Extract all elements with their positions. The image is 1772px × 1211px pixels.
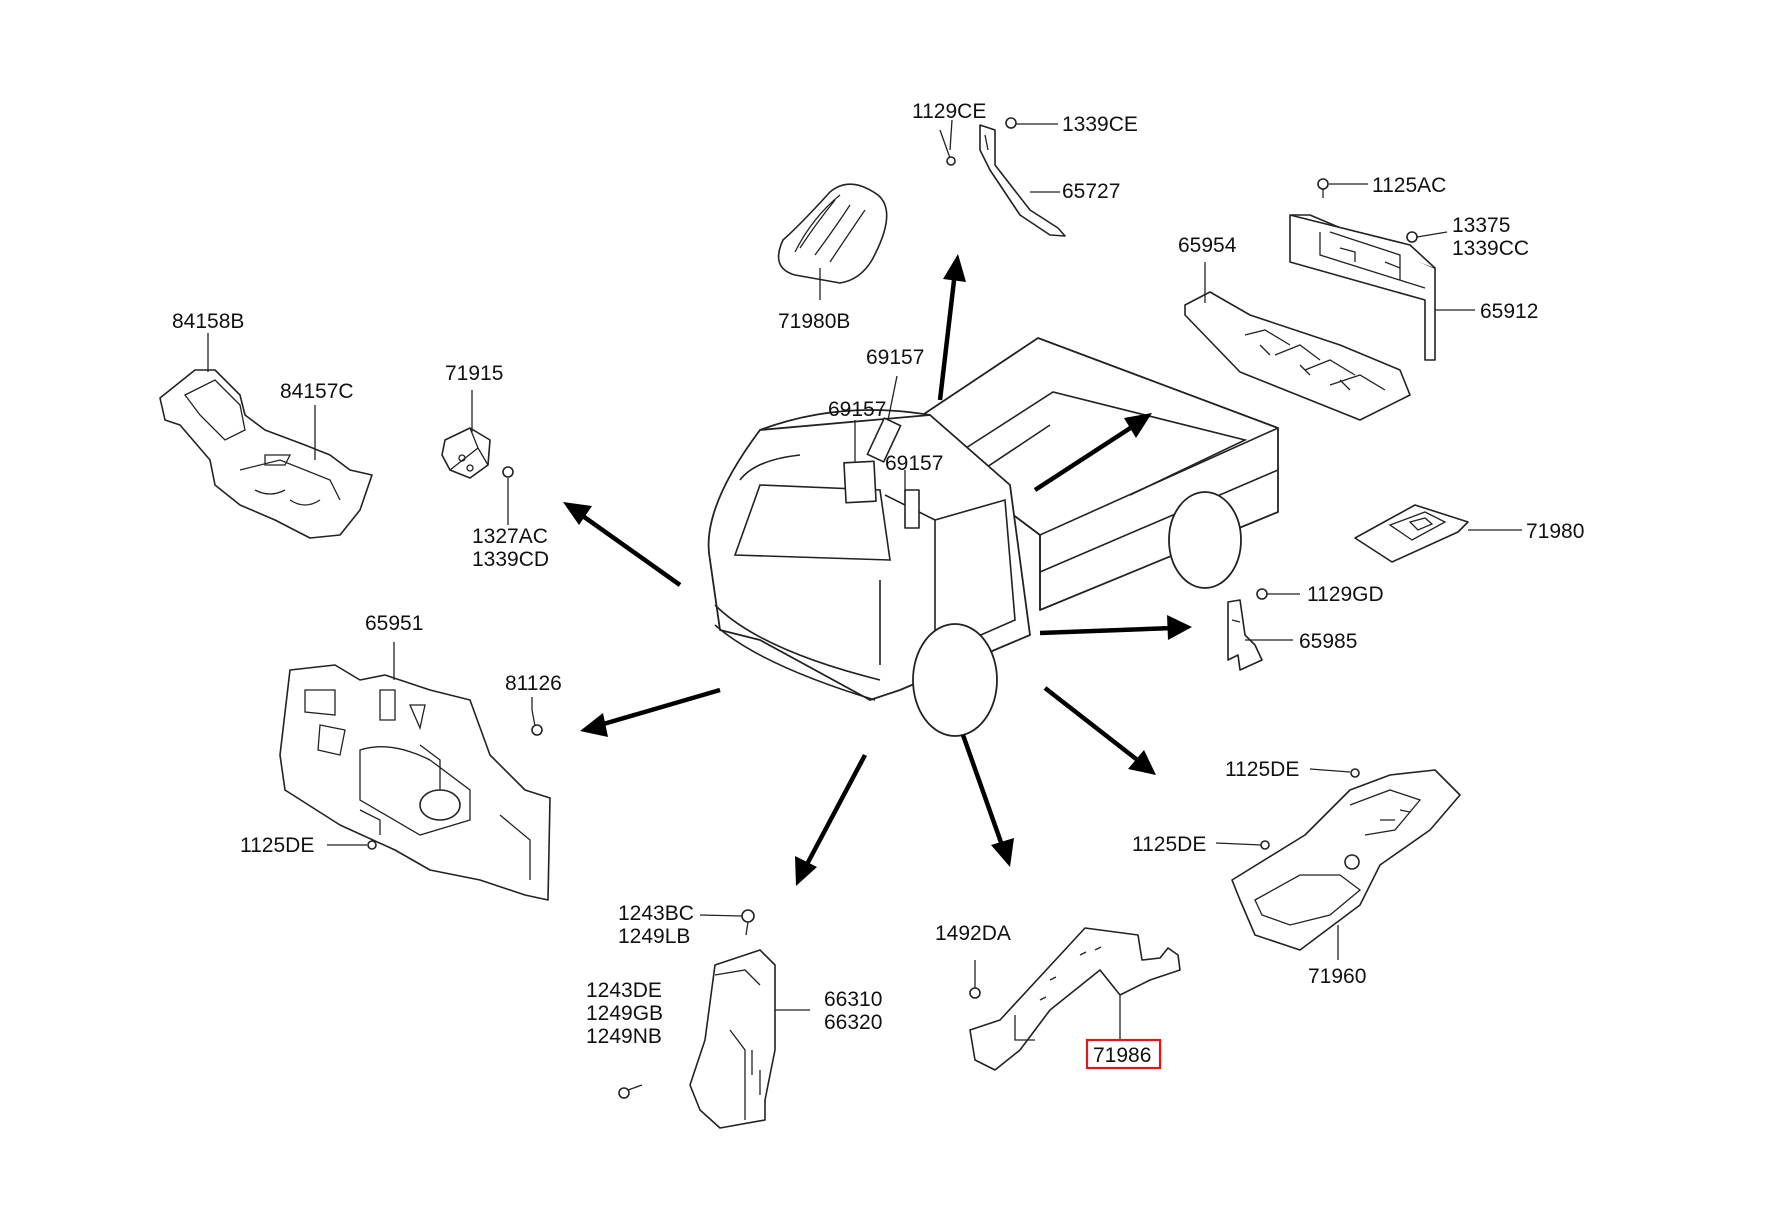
dash-panel-65951 [279, 664, 551, 901]
label-71980: 71980 [1526, 520, 1584, 543]
label-71980b: 71980B [778, 310, 850, 333]
label-1249gb: 1249GB [586, 1002, 663, 1025]
label-71915: 71915 [445, 362, 503, 385]
label-1339ce: 1339CE [1062, 113, 1138, 136]
arrows [563, 254, 1192, 886]
bracket-65727 [939, 117, 1066, 237]
label-13375: 13375 [1452, 214, 1510, 237]
label-1339cc: 1339CC [1452, 237, 1529, 260]
label-1249nb: 1249NB [586, 1025, 662, 1048]
pillar-66310 [618, 909, 776, 1129]
leader-lines [207, 119, 1522, 1040]
label-1125de-upper: 1125DE [1225, 758, 1299, 781]
pad-71986 [969, 927, 1181, 1071]
label-81126: 81126 [505, 672, 562, 695]
label-1129gd: 1129GD [1307, 583, 1384, 606]
label-1125de-left: 1125DE [240, 834, 314, 857]
label-1243de: 1243DE [586, 979, 662, 1002]
label-65727: 65727 [1062, 180, 1120, 203]
label-1249lb: 1249LB [618, 925, 690, 948]
rear-panel-65912 [1289, 178, 1436, 361]
label-84158b: 84158B [172, 310, 244, 333]
label-71960: 71960 [1308, 965, 1366, 988]
label-65954: 65954 [1178, 234, 1237, 257]
label-66320: 66320 [824, 1011, 882, 1034]
floor-panel-71960 [1231, 768, 1461, 951]
label-1125de-lower: 1125DE [1132, 833, 1206, 856]
label-1492da: 1492DA [935, 922, 1011, 945]
pad-84158b [159, 369, 373, 539]
label-65912: 65912 [1480, 300, 1538, 323]
label-1327ac: 1327AC [472, 525, 548, 548]
mat-71980 [1354, 504, 1469, 563]
bracket-65985 [1227, 588, 1268, 671]
label-84157c: 84157C [280, 380, 354, 403]
label-69157-left: 69157 [828, 398, 886, 421]
label-65985: 65985 [1299, 630, 1357, 653]
label-1243bc: 1243BC [618, 902, 694, 925]
label-66310: 66310 [824, 988, 882, 1011]
label-65951: 65951 [365, 612, 423, 635]
label-69157-right: 69157 [885, 452, 943, 475]
label-1129ce: 1129CE [912, 100, 986, 123]
floor-65954 [1184, 291, 1411, 421]
label-71986: 71986 [1093, 1044, 1151, 1067]
mount-71915 [441, 427, 514, 479]
label-69157-top: 69157 [866, 346, 924, 369]
label-1125ac: 1125AC [1372, 174, 1446, 197]
highlight-box-71986 [1085, 1038, 1162, 1070]
label-1339cd: 1339CD [472, 548, 549, 571]
truck-illustration [707, 337, 1279, 737]
part-labels: 1129CE 1339CE 65727 1125AC 13375 1339CC … [172, 100, 1584, 1070]
grille-71980b [777, 183, 888, 284]
